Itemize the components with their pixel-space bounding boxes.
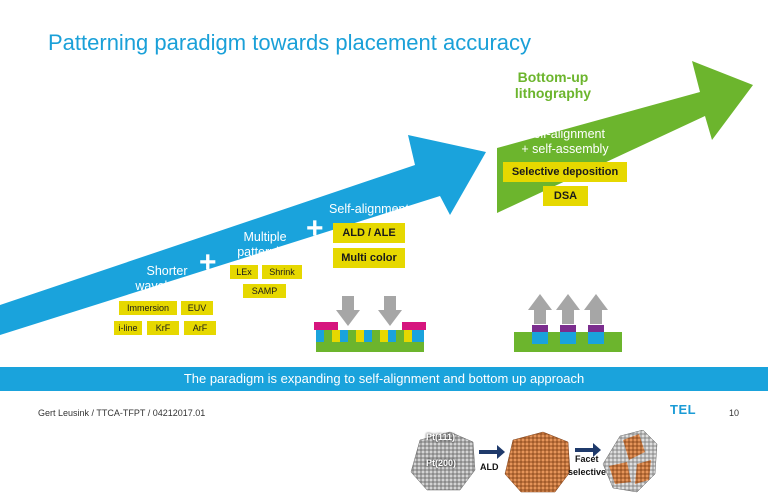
up-arrow-icon bbox=[556, 294, 580, 324]
plus-sign: + bbox=[306, 212, 324, 245]
tel-logo: TEL bbox=[670, 402, 697, 417]
plus-sign: + bbox=[199, 246, 217, 279]
lex-tag: LEx bbox=[230, 265, 258, 279]
top-down-label: Top-down lithography bbox=[196, 168, 306, 202]
euv-tag: EUV bbox=[181, 301, 213, 315]
pt-particle bbox=[410, 431, 476, 491]
right-arrow-icon bbox=[479, 445, 505, 459]
arf-tag: ArF bbox=[184, 321, 216, 335]
pt200-label: Pt(200) bbox=[426, 458, 457, 468]
multi-color-tag: Multi color bbox=[333, 248, 405, 268]
bottom-up-title: Bottom-up lithography bbox=[488, 69, 618, 101]
page-number: 10 bbox=[729, 408, 740, 418]
up-arrow-icon bbox=[584, 294, 608, 324]
multiple-patterning-label-line1: Multiple bbox=[243, 230, 287, 244]
shorter-wavelength-label-line1: Shorter bbox=[146, 264, 188, 278]
shorter-wavelength-label: Shorter wavelength bbox=[127, 264, 207, 294]
right-arrow-icon bbox=[575, 443, 601, 457]
samp-tag: SAMP bbox=[243, 284, 286, 298]
self-alignment-schematic bbox=[314, 296, 426, 352]
summary-banner-text: The paradigm is expanding to self-alignm… bbox=[183, 371, 585, 386]
ald-label: ALD bbox=[480, 462, 499, 472]
selective-label: selective bbox=[568, 467, 607, 477]
ald-coated-particle bbox=[504, 431, 571, 493]
krf-tag: KrF bbox=[147, 321, 179, 335]
self-assembly-label-line2: + self-assembly bbox=[521, 142, 609, 156]
footer-text: Gert Leusink / TTCA-TFPT / 04212017.01 bbox=[38, 408, 206, 418]
down-arrow-icon bbox=[336, 296, 360, 326]
nanoparticle-inset: Pt(111) Pt(200) ALD Facet selective bbox=[0, 430, 768, 495]
nanoparticle-illustration bbox=[410, 430, 658, 493]
pt111-label: Pt(111) bbox=[426, 432, 456, 442]
i-line-tag: i-line bbox=[114, 321, 142, 335]
summary-banner: The paradigm is expanding to self-alignm… bbox=[0, 367, 768, 391]
bottom-up-title-line1: Bottom-up bbox=[517, 69, 589, 85]
slide-title: Patterning paradigm towards placement ac… bbox=[48, 30, 532, 55]
self-assembly-label: Self-alignment + self-assembly bbox=[500, 127, 630, 157]
ald-ale-tag: ALD / ALE bbox=[333, 223, 405, 243]
down-arrow-icon bbox=[378, 296, 402, 326]
slide: Patterning paradigm towards placement ac… bbox=[0, 30, 768, 418]
selective-deposition-tag: Selective deposition bbox=[503, 162, 627, 182]
immersion-tag: Immersion bbox=[119, 301, 177, 315]
facet-label: Facet bbox=[575, 454, 599, 464]
top-down-arrow bbox=[0, 135, 486, 335]
shorter-wavelength-label-line2: wavelength bbox=[135, 279, 199, 293]
top-down-label-line1: Top-down bbox=[215, 168, 287, 185]
self-assembly-label-line1: Self-alignment bbox=[525, 127, 605, 141]
top-down-label-line2: lithography bbox=[210, 185, 292, 202]
multiple-patterning-label-line2: patterning bbox=[237, 245, 293, 259]
up-arrow-icon bbox=[528, 294, 552, 324]
self-alignment-label: Self-alignment bbox=[329, 202, 409, 216]
bottom-up-schematic bbox=[514, 294, 622, 352]
dsa-tag: DSA bbox=[543, 186, 588, 206]
shrink-tag: Shrink bbox=[262, 265, 302, 279]
multiple-patterning-label: Multiple patterning bbox=[230, 230, 300, 260]
bottom-up-title-line2: lithography bbox=[514, 85, 592, 101]
